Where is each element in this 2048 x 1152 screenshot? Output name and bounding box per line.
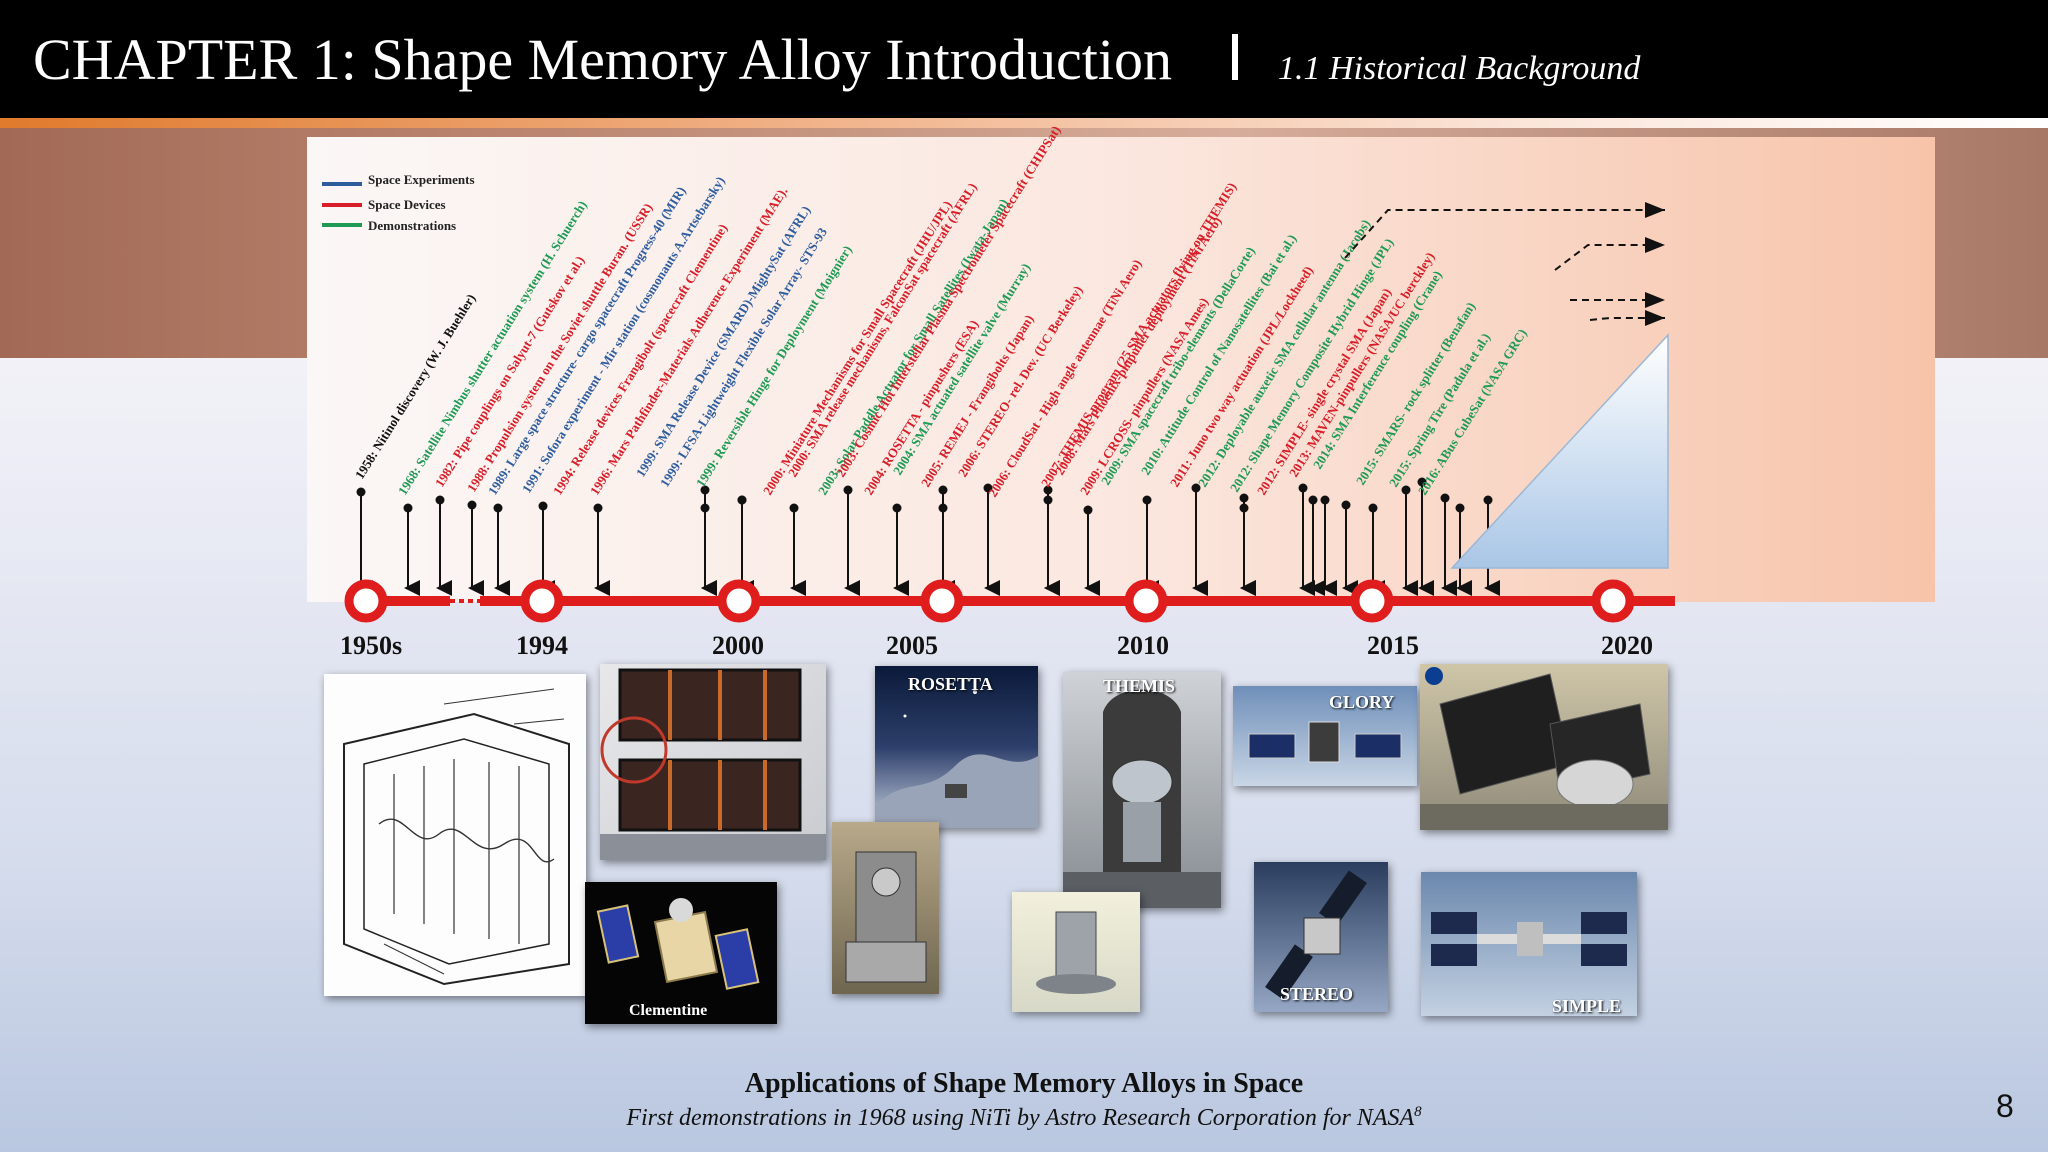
legend-label-space-devices: Space Devices [368, 197, 446, 212]
maven-spacecraft-icon [1420, 667, 1668, 830]
solar-panel-icon [600, 668, 826, 860]
stereo-photo: STEREO [1254, 862, 1388, 1012]
legend-swatch-space-experiments [322, 182, 362, 186]
patent-drawing-icon [324, 674, 586, 996]
future-arrow [1589, 310, 1665, 326]
patent-drawing-photo [324, 674, 586, 996]
timeline-node [520, 579, 564, 623]
section-title: 1.1 Historical Background [1278, 50, 1641, 87]
year-labels: 1950s 1994 2000 2005 2010 2015 2020 [340, 631, 1653, 660]
stereo-satellite-icon [1265, 870, 1367, 1000]
header-accent-line [0, 118, 2048, 128]
glory-label: GLORY [1329, 692, 1395, 712]
event-label: 2011: Juno two way actuation (JPL/Lockhe… [1167, 263, 1316, 489]
timeline-node [920, 579, 964, 623]
year-label: 2000 [712, 631, 764, 660]
figure-caption-title: Applications of Shape Memory Alloys in S… [744, 1068, 1304, 1099]
mechanism-icon [845, 851, 927, 983]
solar-array-photo [600, 664, 826, 860]
mechanism-photo [832, 822, 939, 994]
year-label: 2020 [1601, 631, 1653, 660]
growth-triangle [1450, 333, 1669, 569]
rosetta-label: ROSETTA [908, 674, 993, 694]
year-label: 1994 [516, 631, 568, 660]
themis-spacecraft-icon [1063, 689, 1221, 908]
themis-photo: THEMIS [1063, 672, 1221, 908]
simple-photo: SIMPLE [1421, 872, 1637, 1016]
timeline-node [344, 579, 388, 623]
timeline-node [1350, 579, 1394, 623]
future-arrow [1554, 237, 1665, 271]
future-arrows [1344, 202, 1665, 326]
year-label: 2010 [1117, 631, 1169, 660]
simple-label: SIMPLE [1552, 996, 1622, 1016]
maven-photo [1420, 664, 1668, 830]
chapter-title: CHAPTER 1: Shape Memory Alloy Introducti… [33, 27, 1172, 92]
page-number: 8 [1996, 1088, 2014, 1124]
footnote-marker: 8 [1414, 1104, 1422, 1120]
themis-label: THEMIS [1103, 676, 1176, 696]
event-arrows [356, 477, 1500, 596]
legend-label-space-experiments: Space Experiments [368, 172, 475, 187]
year-label: 2005 [886, 631, 938, 660]
clementine-spacecraft-icon [596, 898, 760, 990]
figure-caption-subtitle: First demonstrations in 1968 using NiTi … [0, 1104, 2048, 1132]
header-bar: CHAPTER 1: Shape Memory Alloy Introducti… [0, 0, 2048, 118]
clementine-label: Clementine [629, 1002, 708, 1019]
legend-label-demonstrations: Demonstrations [368, 218, 457, 233]
year-label: 2015 [1367, 631, 1419, 660]
timeline-nodes [344, 579, 1635, 623]
rosetta-photo: ROSETTA [875, 666, 1038, 828]
caption-subtitle-text: First demonstrations in 1968 using NiTi … [626, 1105, 1415, 1131]
stereo-label: STEREO [1280, 984, 1354, 1004]
valve-photo [1012, 892, 1140, 1012]
legend-swatch-space-devices [322, 203, 362, 207]
title-separator [1232, 34, 1238, 80]
year-label: 1950s [340, 631, 402, 660]
timeline-node [1591, 579, 1635, 623]
timeline-node [1124, 579, 1168, 623]
event-labels: 1958: Nitinol discovery (W. J. Buehler)1… [352, 123, 1530, 500]
timeline-node [717, 579, 761, 623]
legend-swatch-demonstrations [322, 223, 362, 227]
iss-station-icon [1431, 912, 1627, 966]
glory-photo: GLORY [1233, 686, 1417, 786]
rosetta-comet-icon [875, 690, 1038, 828]
timeline-diagram: 1958: Nitinol discovery (W. J. Buehler)1… [340, 123, 1675, 660]
future-arrow [1344, 202, 1665, 259]
valve-icon [1036, 911, 1116, 994]
glory-satellite-icon [1248, 721, 1402, 763]
clementine-photo: Clementine [585, 882, 777, 1024]
